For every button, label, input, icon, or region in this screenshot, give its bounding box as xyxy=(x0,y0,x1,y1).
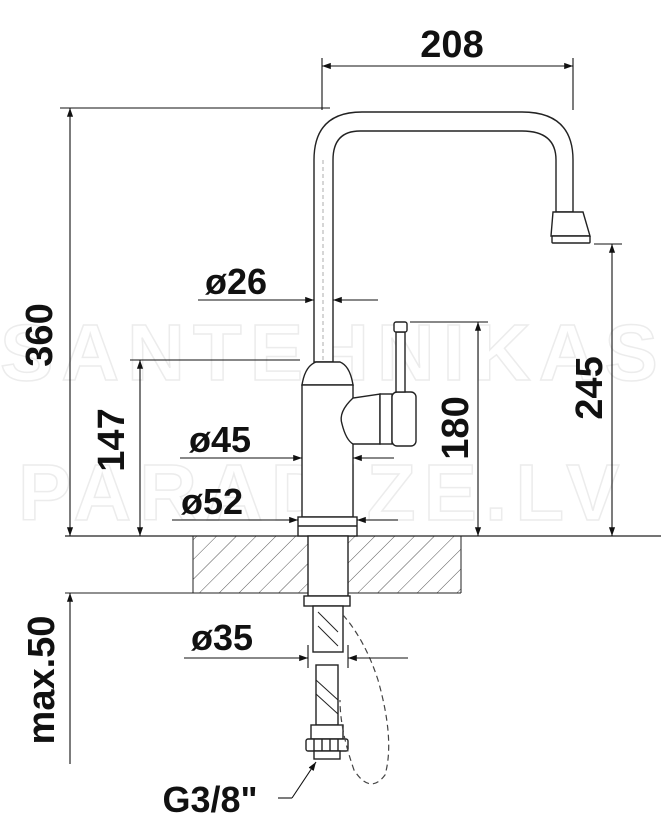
dim-360: 360 xyxy=(19,303,61,366)
dim-208: 208 xyxy=(420,24,483,66)
dimension-lines xyxy=(60,58,622,799)
dim-180: 180 xyxy=(435,396,477,459)
dim-dia35: ø35 xyxy=(191,617,253,658)
dim-147: 147 xyxy=(91,408,133,471)
hose-dashed xyxy=(339,614,390,785)
dim-245: 245 xyxy=(569,356,611,419)
countertop xyxy=(65,535,661,594)
dim-dia26: ø26 xyxy=(205,261,267,302)
dimension-labels: 208 360 147 245 180 max.50 ø26 ø45 ø52 ø… xyxy=(19,24,611,820)
dim-dia52: ø52 xyxy=(181,481,243,522)
dim-dia45: ø45 xyxy=(189,419,251,460)
faucet-outline xyxy=(297,111,591,760)
dim-max50: max.50 xyxy=(21,616,63,745)
dim-connection: G3/8" xyxy=(162,779,257,820)
